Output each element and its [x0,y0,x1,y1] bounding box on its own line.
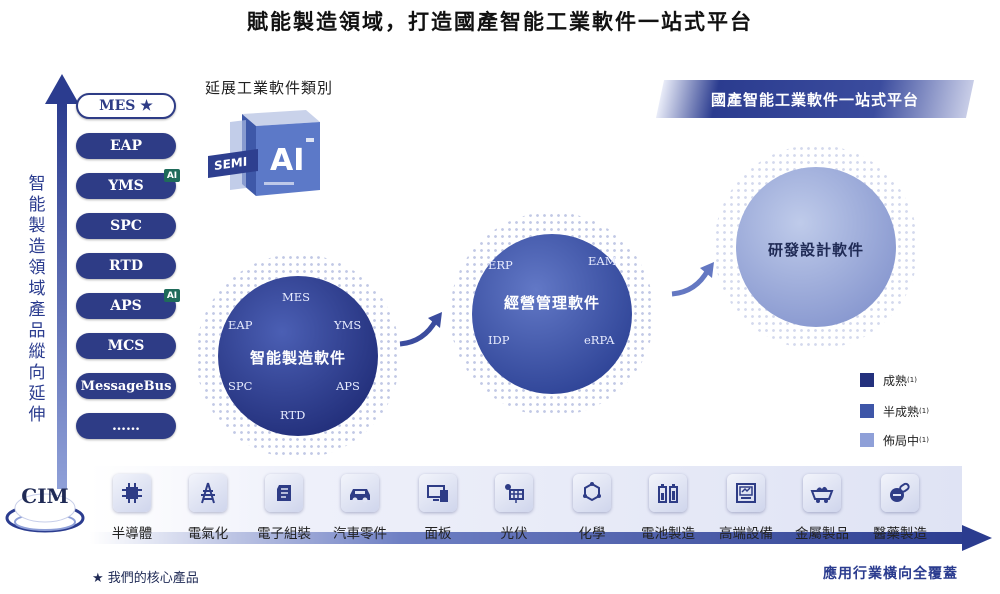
industry-electrification: 電氣化 [168,474,248,542]
page-title: 賦能製造領域，打造國產智能工業軟件一站式平台 [247,10,753,34]
legend-swatch [860,404,874,418]
circle-item: MES [282,290,311,304]
product-pill-aps: APS [76,293,176,319]
circle-item: EAP [228,318,253,332]
industry-metal-products: 金屬製品 [782,474,862,542]
legend-note: (1) [919,407,929,415]
circle-item: YMS [334,318,362,332]
legend-swatch [860,373,874,387]
circle-title: 研發設計軟件 [767,241,864,259]
industry-high-end-equipment: 高端設備 [706,474,786,542]
legend-item-mature: 成熟(1) [860,372,980,388]
industry-label: 光伏 [500,526,528,542]
industry-semiconductor: 半導體 [92,474,172,542]
circle-title: 智能製造軟件 [249,349,346,367]
product-pill-yms: YMS [76,173,176,199]
circle-item: IDP [488,333,510,347]
svg-text:SEMI: SEMI [214,155,247,174]
pill-icon [890,482,910,502]
circle-item: EAM [588,254,617,268]
ai-badge: AI [164,289,180,302]
product-pill-mcs: MCS [76,333,176,359]
legend-label: 半成熟 [883,404,920,419]
product-pill-mes: MES ★ [76,93,176,119]
product-pill-spc: SPC [76,213,176,239]
legend-note: (1) [919,436,929,444]
industry-label: 電池製造 [641,526,695,542]
industry-chemical: 化學 [552,474,632,542]
ai-cube-icon: SEMI AI [208,110,320,196]
smart-manufacturing-circle: 智能製造軟件 MES EAP YMS SPC APS RTD [218,276,378,436]
curved-arrow-icon [671,262,714,297]
platform-banner-text: 國產智能工業軟件一站式平台 [710,90,919,109]
industry-battery: 電池製造 [628,474,708,542]
product-pill-more: …… [76,413,176,439]
machine-icon [736,483,756,503]
rd-design-circle: 研發設計軟件 [736,167,896,327]
core-product-footnote: ★ 我們的核心產品 [92,571,199,586]
product-pill-eap: EAP [76,133,176,159]
car-icon [350,489,370,503]
circle-title: 經營管理軟件 [503,294,600,312]
display-panel-icon [427,485,448,502]
circuit-board-icon [277,485,291,501]
chip-icon [122,483,142,503]
vertical-axis-arrow [41,74,79,489]
industry-label: 高端設備 [719,526,773,542]
industry-pharmaceutical: 醫藥製造 [860,474,940,542]
horizontal-axis-arrow [90,532,975,544]
vertical-axis-label: 智能製造領域產品縱向延伸 [28,174,46,425]
cim-label: CIM [21,484,69,508]
legend-label: 佈局中 [883,433,920,448]
ai-badge: AI [164,169,180,182]
extension-label: 延展工業軟件類別 [205,79,334,97]
cim-platform-icon [5,493,85,533]
circle-item: RTD [280,408,306,422]
legend-swatch [860,433,874,447]
legend-item-in-layout: 佈局中(1) [860,432,980,448]
circle-item: eRPA [584,333,615,347]
circle-item: APS [336,379,360,393]
horizontal-axis-arrowhead [962,525,992,551]
product-pill-messagebus: MessageBus [76,373,176,399]
industry-label: 汽車零件 [333,526,387,542]
industry-label: 醫藥製造 [873,526,927,542]
mine-cart-icon [810,486,834,503]
industry-label: 電子組裝 [257,526,311,542]
industry-label: 面板 [424,526,452,542]
industry-label: 電氣化 [187,526,229,542]
industry-label: 金屬製品 [795,526,849,542]
legend-note: (1) [907,376,917,384]
curved-arrow-icon [399,312,442,347]
business-management-circle: 經營管理軟件 ERP EAM IDP eRPA [472,234,632,394]
svg-text:AI: AI [270,143,304,178]
industry-display-panel: 面板 [398,474,478,542]
molecule-icon [583,482,601,502]
industry-label: 化學 [578,526,606,542]
circle-item: SPC [228,379,253,393]
power-tower-icon [201,482,215,504]
solar-panel-icon [505,484,524,503]
circle-item: ERP [488,258,513,272]
horizontal-axis-label: 應用行業橫向全覆蓋 [823,566,958,582]
industry-auto-parts: 汽車零件 [320,474,400,542]
industry-electronics-assembly: 電子組裝 [244,474,324,542]
industry-label: 半導體 [111,526,153,542]
legend-label: 成熟 [883,373,908,388]
industry-photovoltaic: 光伏 [474,474,554,542]
legend-item-semi-mature: 半成熟(1) [860,403,980,419]
product-pill-rtd: RTD [76,253,176,279]
battery-icon [658,484,678,503]
